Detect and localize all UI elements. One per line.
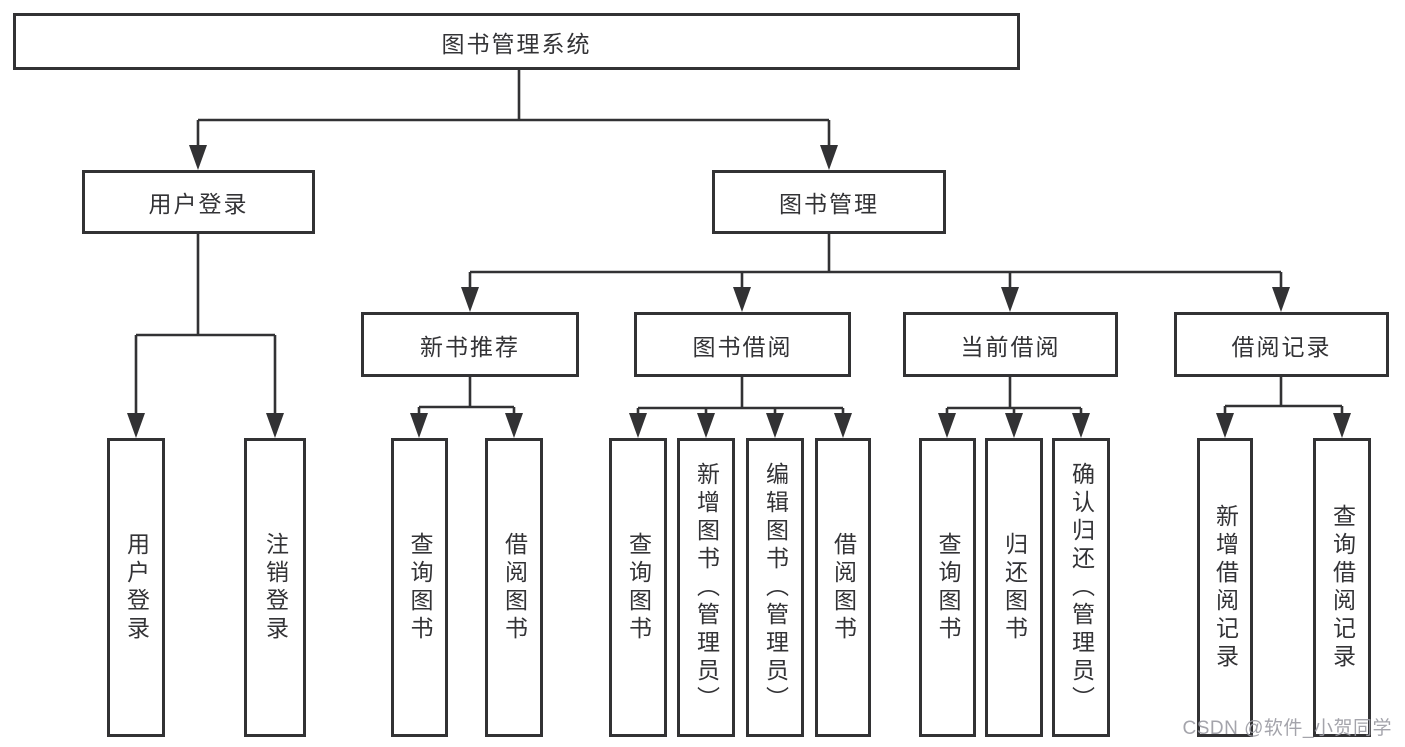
node-label: 编辑图书（管理员） — [762, 461, 789, 714]
node-label: 用户登录 — [123, 531, 150, 644]
node-library-system: 图书管理系统 — [13, 13, 1020, 70]
node-current-borrow: 当前借阅 — [903, 312, 1118, 377]
leaf-add-borrow-record: 新增借阅记录 — [1197, 438, 1253, 737]
node-book-borrow: 图书借阅 — [634, 312, 851, 377]
leaf-query-books-recommend: 查询图书 — [391, 438, 448, 737]
node-label: 借阅图书 — [830, 531, 857, 644]
node-label: 查询借阅记录 — [1329, 503, 1356, 672]
node-label: 归还图书 — [1001, 531, 1028, 644]
node-label: 借阅图书 — [501, 531, 528, 644]
connector-paths — [134, 70, 1344, 434]
node-label: 查询图书 — [935, 531, 961, 644]
leaf-edit-books-admin: 编辑图书（管理员） — [746, 438, 804, 737]
leaf-confirm-return-admin: 确认归还（管理员） — [1052, 438, 1110, 737]
node-label: 注销登录 — [262, 531, 289, 644]
node-label: 图书管理 — [779, 191, 879, 217]
leaf-borrow-books-recommend: 借阅图书 — [485, 438, 543, 737]
node-label: 借阅记录 — [1231, 333, 1332, 360]
arrowheads — [127, 145, 1351, 438]
node-label: 确认归还（管理员） — [1068, 461, 1095, 714]
node-new-book-recommend: 新书推荐 — [361, 312, 579, 377]
leaf-query-books-current: 查询图书 — [919, 438, 976, 737]
node-label: 新增图书（管理员） — [693, 461, 720, 714]
node-label: 图书管理系统 — [441, 30, 592, 57]
node-borrow-records: 借阅记录 — [1174, 312, 1389, 377]
node-label: 查询图书 — [625, 531, 652, 644]
watermark: CSDN @软件_小贺同学 — [1182, 718, 1392, 739]
node-label: 查询图书 — [407, 531, 433, 644]
leaf-query-books-borrow: 查询图书 — [609, 438, 667, 737]
leaf-logout: 注销登录 — [244, 438, 306, 737]
node-book-management: 图书管理 — [712, 170, 946, 234]
node-label: 新增借阅记录 — [1212, 503, 1239, 672]
node-user-login: 用户登录 — [82, 170, 315, 234]
leaf-return-books: 归还图书 — [985, 438, 1043, 737]
leaf-user-login: 用户登录 — [107, 438, 165, 737]
node-label: 当前借阅 — [960, 333, 1061, 360]
node-label: 用户登录 — [148, 191, 249, 217]
leaf-borrow-books: 借阅图书 — [815, 438, 871, 737]
leaf-add-books-admin: 新增图书（管理员） — [677, 438, 735, 737]
node-label: 图书借阅 — [692, 333, 793, 360]
leaf-query-borrow-record: 查询借阅记录 — [1313, 438, 1371, 737]
node-label: 新书推荐 — [420, 333, 520, 360]
